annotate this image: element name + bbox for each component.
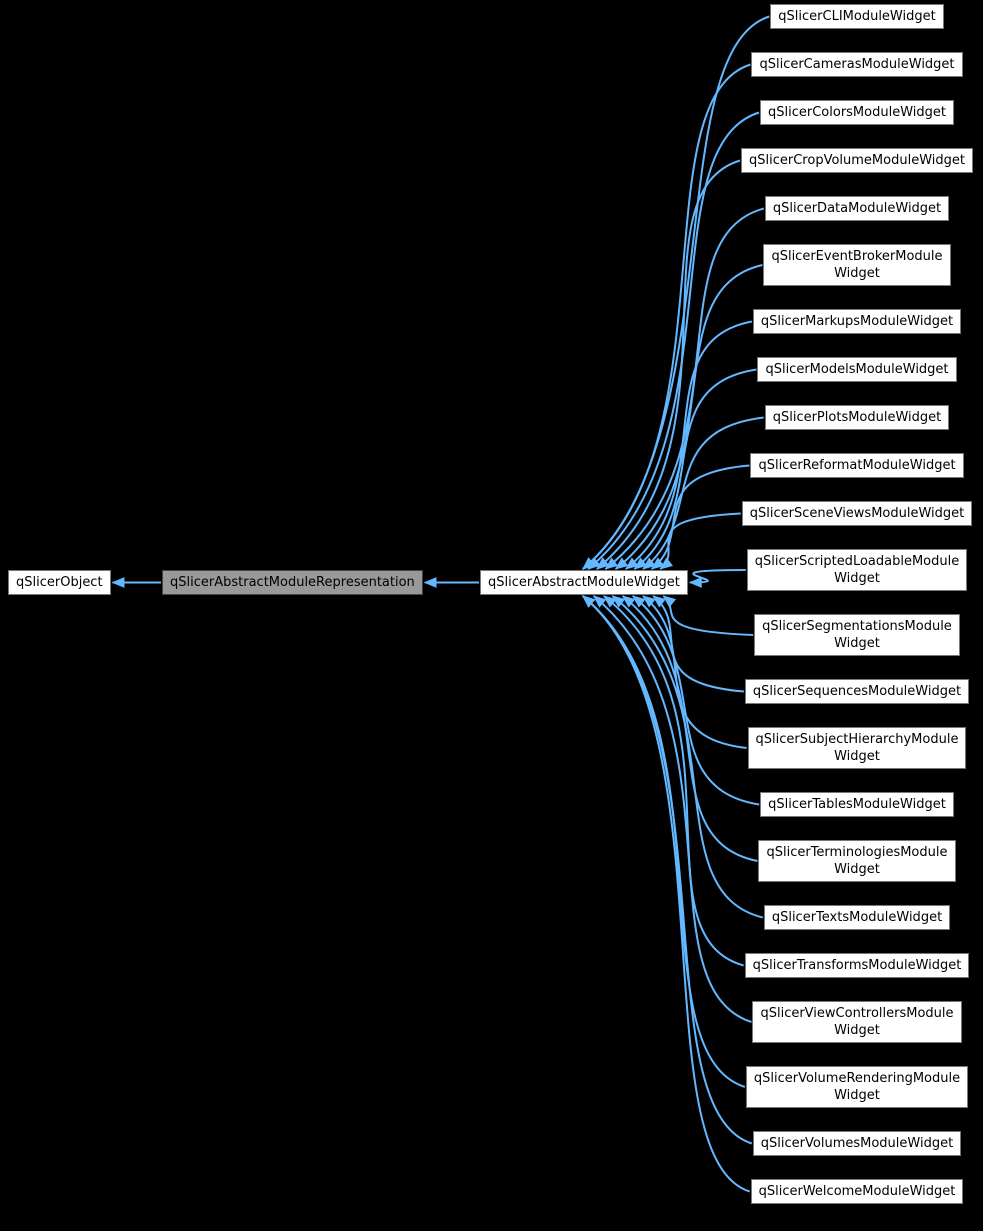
class-node-qslicersegmentationsmodulewidget[interactable]: qSlicerSegmentationsModule Widget xyxy=(754,614,960,656)
derived-classes-column: qSlicerCLIModuleWidget qSlicerCamerasModu… xyxy=(741,0,973,1231)
class-node-qslicerterminologiesmodulewidget[interactable]: qSlicerTerminologiesModule Widget xyxy=(758,840,956,882)
class-node-qslicertransformsmodulewidget[interactable]: qSlicerTransformsModuleWidget xyxy=(744,953,970,978)
inheritance-edge xyxy=(614,264,763,570)
inheritance-edge xyxy=(632,595,760,806)
inheritance-edge xyxy=(642,416,764,570)
class-node-qslicerabstractmodulerepresentation[interactable]: qSlicerAbstractModuleRepresentation xyxy=(162,570,423,595)
class-node-qslicersequencesmodulewidget[interactable]: qSlicerSequencesModuleWidget xyxy=(744,679,970,704)
class-node-qslicerobject[interactable]: qSlicerObject xyxy=(8,570,111,595)
inheritance-edge xyxy=(621,595,758,862)
class-node-qslicermodelsmodulewidget[interactable]: qSlicerModelsModuleWidget xyxy=(757,357,957,382)
class-node-qslicervolumesmodulewidget[interactable]: qSlicerVolumesModuleWidget xyxy=(752,1131,962,1156)
inheritance-edge xyxy=(633,368,757,570)
class-node-qslicervolumerenderingmodulewidget[interactable]: qSlicerVolumeRenderingModule Widget xyxy=(745,1066,969,1108)
class-node-qslicersubjecthierarchymodulewidget[interactable]: qSlicerSubjectHierarchyModule Widget xyxy=(747,727,967,769)
inheritance-edge xyxy=(587,111,760,570)
inheritance-edge xyxy=(592,595,752,1023)
class-node-qslicercamerasmodulewidget[interactable]: qSlicerCamerasModuleWidget xyxy=(751,52,963,77)
class-node-qslicersceneviewsmodulewidget[interactable]: qSlicerSceneViewsModuleWidget xyxy=(741,501,973,526)
inheritance-edge xyxy=(582,595,750,1193)
inheritance-edge xyxy=(596,159,741,570)
class-node-qslicerclimodulewidget[interactable]: qSlicerCLIModuleWidget xyxy=(770,4,944,29)
inheritance-edge xyxy=(650,464,750,570)
inheritance-edge xyxy=(625,320,753,570)
class-node-qslicerdatamodulewidget[interactable]: qSlicerDataModuleWidget xyxy=(764,196,950,221)
class-node-qslicertextsmodulewidget[interactable]: qSlicerTextsModuleWidget xyxy=(763,905,951,930)
class-node-qslicercolorsmodulewidget[interactable]: qSlicerColorsModuleWidget xyxy=(760,100,954,125)
inheritance-edge xyxy=(582,595,753,1145)
class-node-qslicerreformatmodulewidget[interactable]: qSlicerReformatModuleWidget xyxy=(750,453,964,478)
class-node-qslicerscriptedloadablemodulewidget[interactable]: qSlicerScriptedLoadableModule Widget xyxy=(746,549,968,591)
class-node-qslicertablesmodulewidget[interactable]: qSlicerTablesModuleWidget xyxy=(760,792,954,817)
class-node-qslicerviewcontrollersmodulewidget[interactable]: qSlicerViewControllersModule Widget xyxy=(752,1001,962,1043)
inheritance-edge xyxy=(688,569,746,588)
class-node-qslicerwelcomemodulewidget[interactable]: qSlicerWelcomeModuleWidget xyxy=(750,1179,964,1204)
inheritance-edge xyxy=(659,512,741,570)
inheritance-edge xyxy=(642,595,747,749)
inheritance-edge xyxy=(652,595,744,693)
inheritance-edge xyxy=(662,595,754,636)
class-node-qslicerabstractmodulewidget[interactable]: qSlicerAbstractModuleWidget xyxy=(480,570,688,595)
inheritance-edge xyxy=(603,595,744,967)
class-node-qslicermarkupsmodulewidget[interactable]: qSlicerMarkupsModuleWidget xyxy=(752,309,962,334)
inheritance-edge xyxy=(611,595,764,919)
inheritance-edge xyxy=(582,595,746,1088)
class-node-qslicercropvolumemodulewidget[interactable]: qSlicerCropVolumeModuleWidget xyxy=(741,148,973,173)
inheritance-edge xyxy=(582,63,751,570)
class-node-qslicereventbrokermodulewidget[interactable]: qSlicerEventBrokerModule Widget xyxy=(763,244,951,286)
class-node-qslicerplotsmodulewidget[interactable]: qSlicerPlotsModuleWidget xyxy=(764,405,950,430)
